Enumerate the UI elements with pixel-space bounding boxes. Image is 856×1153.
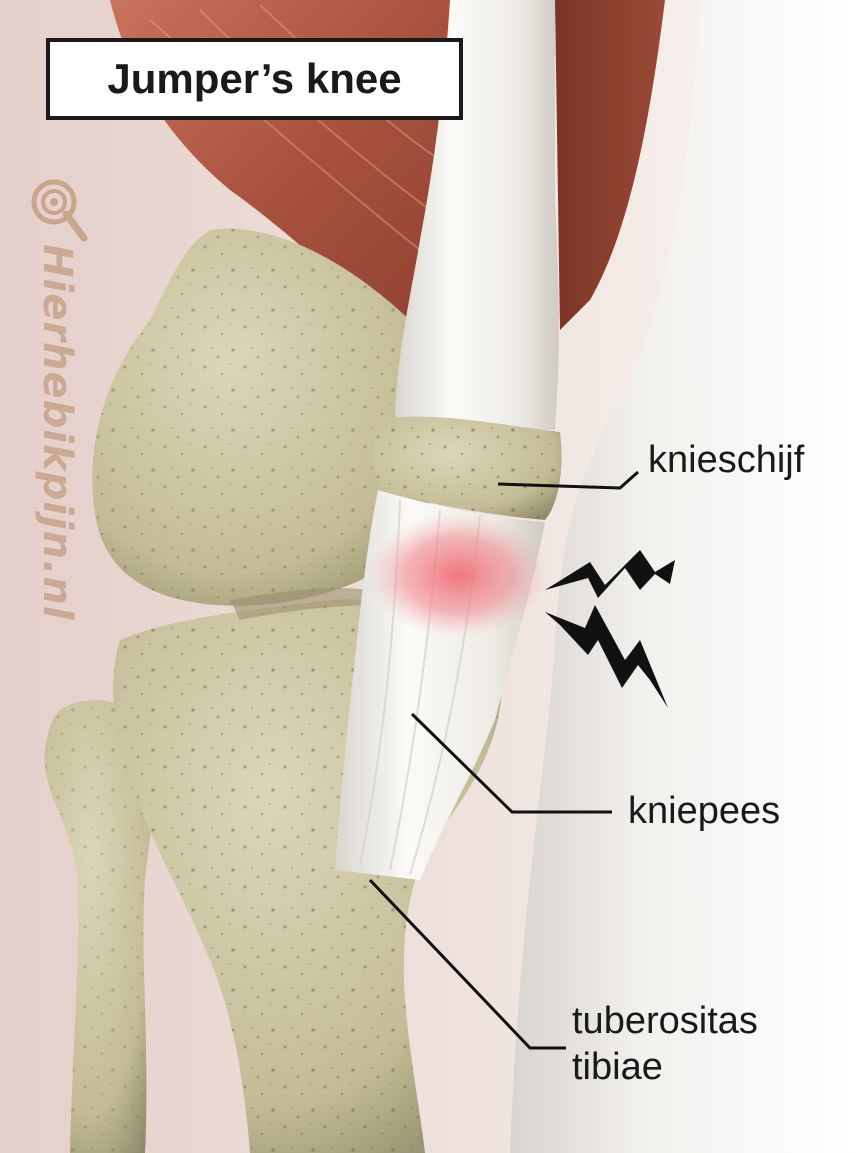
label-tuberositas-line1: tuberositas: [572, 998, 758, 1044]
label-knieschijf: knieschijf: [648, 437, 804, 483]
watermark-text: Hierhebikpijn.nl: [34, 244, 80, 621]
title-box: Jumper’s knee: [46, 38, 463, 120]
watermark: Hierhebikpijn.nl: [28, 176, 88, 676]
inflammation-zone: [368, 513, 548, 637]
label-kniepees: kniepees: [628, 788, 780, 834]
label-tuberositas-line2: tibiae: [572, 1044, 758, 1090]
target-magnifier-logo-icon: [28, 176, 88, 246]
diagram-title: Jumper’s knee: [107, 55, 401, 103]
label-tuberositas-tibiae: tuberositas tibiae: [572, 998, 758, 1090]
